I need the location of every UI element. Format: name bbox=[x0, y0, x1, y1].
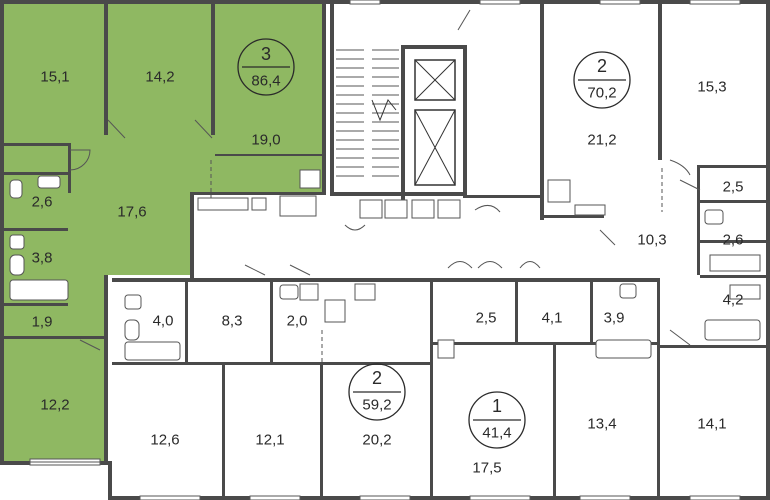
room-area-label: 14,1 bbox=[697, 416, 726, 433]
room-area-label: 4,2 bbox=[723, 292, 744, 309]
apartment-3-walls bbox=[4, 0, 326, 465]
room-area-label: 17,5 bbox=[472, 460, 501, 477]
apartment-badge-2-room-bottom: 2 59,2 bbox=[348, 363, 406, 421]
apartment-3-room-highlight[interactable] bbox=[3, 3, 325, 462]
room-area-label: 2,5 bbox=[476, 310, 497, 327]
apartment-badge-3-room: 3 86,4 bbox=[237, 38, 295, 96]
elevators bbox=[405, 45, 467, 196]
doors bbox=[69, 9, 701, 351]
apartment-total-area: 41,4 bbox=[482, 425, 511, 442]
apartment-2-top-walls bbox=[544, 0, 766, 348]
room-area-label: 20,2 bbox=[362, 432, 391, 449]
apartment-rooms-label: 2 bbox=[372, 368, 382, 388]
room-area-label: 2,6 bbox=[723, 232, 744, 249]
room-area-label: 19,0 bbox=[251, 132, 280, 149]
room-area-label: 14,2 bbox=[145, 69, 174, 86]
room-area-label: 10,3 bbox=[637, 232, 666, 249]
room-area-label: 12,6 bbox=[150, 432, 179, 449]
apartment-total-area: 86,4 bbox=[251, 73, 280, 90]
lower-walls bbox=[112, 278, 660, 496]
room-area-label: 4,0 bbox=[153, 313, 174, 330]
apartment-total-area: 70,2 bbox=[587, 85, 616, 102]
apartment-total-area: 59,2 bbox=[362, 397, 391, 414]
room-area-label: 1,9 bbox=[32, 314, 53, 331]
room-area-labels: 15,1 14,2 19,0 2,6 17,6 3,8 1,9 12,2 21,… bbox=[32, 69, 744, 477]
apartment-3-room-fill bbox=[3, 3, 325, 462]
room-area-label: 2,0 bbox=[287, 313, 308, 330]
room-area-label: 3,9 bbox=[604, 310, 625, 327]
apartment-rooms-label: 2 bbox=[597, 56, 607, 76]
stairwell bbox=[330, 0, 405, 200]
room-area-label: 12,1 bbox=[255, 432, 284, 449]
room-area-label: 3,8 bbox=[32, 250, 53, 267]
room-area-label: 21,2 bbox=[587, 132, 616, 149]
service-shafts bbox=[359, 0, 544, 220]
room-area-label: 2,6 bbox=[32, 194, 53, 211]
room-area-label: 17,6 bbox=[117, 204, 146, 221]
apartment-rooms-label: 1 bbox=[492, 396, 502, 416]
room-area-label: 12,2 bbox=[40, 397, 69, 414]
windows bbox=[29, 0, 741, 500]
room-area-label: 15,1 bbox=[40, 69, 69, 86]
bathroom-fixtures bbox=[9, 169, 761, 361]
room-area-label: 13,4 bbox=[587, 416, 616, 433]
room-area-label: 8,3 bbox=[222, 313, 243, 330]
apartment-badge-2-room-top: 2 70,2 bbox=[573, 51, 631, 109]
apartment-rooms-label: 3 bbox=[261, 44, 271, 64]
room-area-label: 2,5 bbox=[723, 179, 744, 196]
room-area-label: 15,3 bbox=[697, 79, 726, 96]
apartment-badge-1-room: 1 41,4 bbox=[468, 391, 526, 449]
room-area-label: 4,1 bbox=[542, 310, 563, 327]
